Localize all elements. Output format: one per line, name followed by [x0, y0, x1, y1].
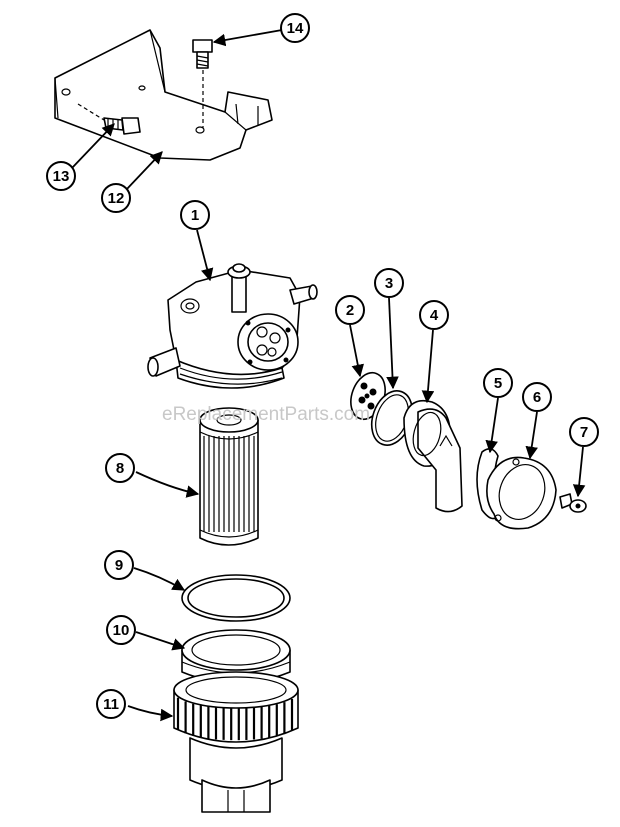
- callout-10: 10: [106, 615, 136, 645]
- callout-1: 1: [180, 200, 210, 230]
- callout-label: 7: [580, 424, 588, 441]
- callout-label: 14: [287, 20, 304, 37]
- filter-bowl: [173, 671, 299, 813]
- filter-element: [199, 407, 259, 546]
- callout-8: 8: [105, 453, 135, 483]
- valve-lever: [403, 399, 463, 513]
- callout-label: 13: [53, 168, 70, 185]
- o-ring-small: [370, 390, 414, 446]
- callout-label: 3: [385, 275, 393, 292]
- mounting-bracket: [54, 29, 273, 161]
- callout-4: 4: [419, 300, 449, 330]
- cover-plate: [486, 456, 557, 530]
- callout-label: 5: [494, 375, 502, 392]
- leader-lines: [71, 29, 586, 722]
- callout-2: 2: [335, 295, 365, 325]
- callout-13: 13: [46, 161, 76, 191]
- callout-14: 14: [280, 13, 310, 43]
- callout-3: 3: [374, 268, 404, 298]
- callout-11: 11: [96, 689, 126, 719]
- callout-label: 8: [116, 460, 124, 477]
- callout-label: 12: [108, 190, 125, 207]
- callout-6: 6: [522, 382, 552, 412]
- callout-label: 10: [113, 622, 130, 639]
- filter-head: [147, 263, 318, 389]
- callout-label: 6: [533, 389, 541, 406]
- callout-7: 7: [569, 417, 599, 447]
- watermark-text: eReplacementParts.com: [162, 404, 370, 425]
- callout-label: 9: [115, 557, 123, 574]
- callout-label: 11: [103, 696, 119, 713]
- o-ring: [181, 574, 291, 622]
- callout-9: 9: [104, 550, 134, 580]
- callout-5: 5: [483, 368, 513, 398]
- callout-label: 4: [430, 307, 439, 324]
- screw: [559, 493, 587, 513]
- callout-group: 14 13 12 1 2 3 4 5 6 7 8 9 10 11: [46, 13, 599, 719]
- bolt-14: [192, 39, 213, 128]
- callout-12: 12: [101, 183, 131, 213]
- callout-label: 1: [191, 207, 199, 224]
- callout-label: 2: [346, 302, 354, 319]
